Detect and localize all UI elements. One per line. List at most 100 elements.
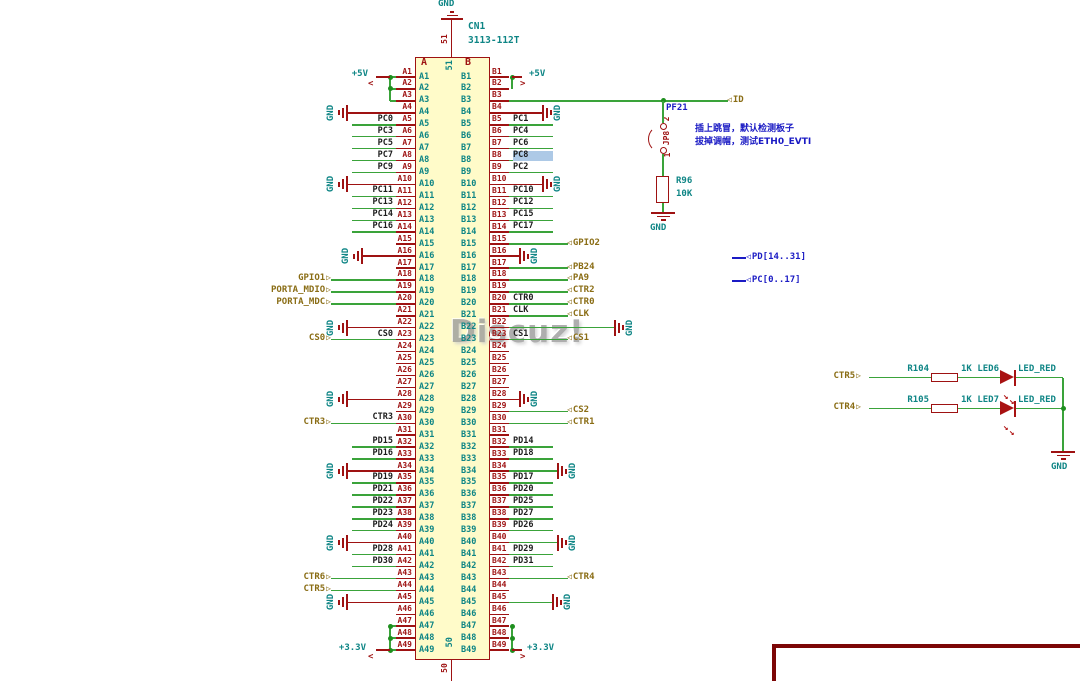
- junction-dot: [387, 623, 393, 629]
- junction-dot: [509, 635, 515, 641]
- pin-name-b24: B24: [461, 346, 477, 357]
- net-label-pc14[interactable]: PC14: [372, 209, 393, 220]
- resistor-r105-reference[interactable]: R105: [907, 395, 929, 405]
- net-label-pd15[interactable]: PD15: [372, 436, 393, 447]
- net-label-pc17[interactable]: PC17: [513, 221, 534, 232]
- net-label-clk[interactable]: CLK: [513, 304, 529, 315]
- net-label-pd28[interactable]: PD28: [372, 543, 393, 554]
- global-label-ctr1[interactable]: CTR1: [567, 417, 657, 428]
- connector-reference[interactable]: CN1: [468, 21, 486, 32]
- net-label-pd27[interactable]: PD27: [513, 507, 534, 518]
- pin-name-a25: A25: [419, 358, 435, 369]
- net-label-pd25[interactable]: PD25: [513, 495, 534, 506]
- net-label-pc15[interactable]: PC15: [513, 209, 534, 220]
- resistor-r105-body[interactable]: [931, 404, 958, 413]
- net-label-pc4[interactable]: PC4: [513, 125, 529, 136]
- net-label-pd29[interactable]: PD29: [513, 543, 534, 554]
- net-label-pd14[interactable]: PD14: [513, 436, 534, 447]
- net-label-cs1[interactable]: CS1: [513, 328, 529, 339]
- resistor-r105-value[interactable]: 1K: [961, 395, 972, 405]
- hier-label-id[interactable]: ID: [727, 96, 744, 105]
- net-label-pc8[interactable]: PC8: [513, 150, 553, 161]
- resistor-r104-body[interactable]: [931, 373, 958, 382]
- global-label-gpio1[interactable]: GPIO1: [170, 274, 331, 284]
- led-cathode-bar: [1013, 369, 1016, 386]
- net-label-pc7[interactable]: PC7: [377, 149, 393, 160]
- net-label-pd24[interactable]: PD24: [372, 519, 393, 530]
- pin-number-a21: A21: [397, 305, 412, 315]
- plus3v3-flag-right[interactable]: +3.3V: [527, 643, 555, 653]
- net-label-pc12[interactable]: PC12: [513, 197, 534, 208]
- gnd-symbol: [342, 107, 344, 118]
- global-label-porta_mdio[interactable]: PORTA_MDIO: [170, 286, 331, 296]
- net-label-pd17[interactable]: PD17: [513, 471, 534, 482]
- resistor-r96-body[interactable]: [656, 176, 669, 203]
- global-label-ctr4[interactable]: CTR4: [810, 403, 861, 412]
- net-label-pd18[interactable]: PD18: [513, 448, 534, 459]
- net-label-pd31[interactable]: PD31: [513, 555, 534, 566]
- plus5v-flag-right[interactable]: +5V: [529, 69, 546, 79]
- net-label-pc3[interactable]: PC3: [377, 125, 393, 136]
- connector-cn1-body[interactable]: [415, 57, 490, 660]
- led6-part[interactable]: LED_RED: [1018, 364, 1056, 374]
- pin-a14: [396, 231, 415, 233]
- global-label-gpio2[interactable]: GPIO2: [567, 238, 657, 249]
- global-label-ctr5[interactable]: CTR5: [810, 372, 861, 381]
- global-label-ctr0[interactable]: CTR0: [567, 298, 657, 308]
- resistor-r96-reference[interactable]: R96: [676, 176, 693, 186]
- global-label-cs1[interactable]: CS1: [567, 334, 657, 344]
- resistor-r104-value[interactable]: 1K: [961, 364, 972, 374]
- global-label-cs2[interactable]: CS2: [567, 405, 657, 416]
- net-label-pd21[interactable]: PD21: [372, 483, 393, 494]
- global-label-cs0[interactable]: CS0: [170, 334, 331, 344]
- global-label-porta_mdc[interactable]: PORTA_MDC: [170, 298, 331, 308]
- resistor-r96-value[interactable]: 10K: [676, 189, 693, 199]
- global-label-ctr5[interactable]: CTR5: [170, 584, 331, 595]
- net-label-pc6[interactable]: PC6: [513, 137, 529, 148]
- net-label-cs0[interactable]: CS0: [377, 328, 393, 339]
- led7-part[interactable]: LED_RED: [1018, 395, 1056, 405]
- plus5v-flag-left[interactable]: +5V: [351, 69, 368, 79]
- global-label-clk[interactable]: CLK: [567, 310, 657, 320]
- net-label-pd26[interactable]: PD26: [513, 519, 534, 530]
- global-label-ctr6[interactable]: CTR6: [170, 572, 331, 583]
- net-label-pd22[interactable]: PD22: [372, 495, 393, 506]
- global-label-ctr3[interactable]: CTR3: [170, 417, 331, 428]
- global-label-pa9[interactable]: PA9: [567, 274, 657, 284]
- led7-reference[interactable]: LED7: [977, 395, 999, 405]
- net-label-pc13[interactable]: PC13: [372, 197, 393, 208]
- net-label-pc2[interactable]: PC2: [513, 161, 529, 172]
- led6-diode-icon[interactable]: [1000, 370, 1014, 384]
- led6-reference[interactable]: LED6: [977, 364, 999, 374]
- connector-part-number[interactable]: 3113-112T: [468, 35, 520, 46]
- global-label-ctr4[interactable]: CTR4: [567, 572, 657, 583]
- net-label-pc5[interactable]: PC5: [377, 137, 393, 148]
- net-label-pc11[interactable]: PC11: [372, 185, 393, 196]
- net-label-ctr0[interactable]: CTR0: [513, 292, 534, 303]
- wire-led: [1016, 407, 1063, 410]
- global-label-pb24[interactable]: PB24: [567, 262, 657, 273]
- net-label-pd23[interactable]: PD23: [372, 507, 393, 518]
- net-label-pc9[interactable]: PC9: [377, 161, 393, 172]
- resistor-r104-reference[interactable]: R104: [907, 364, 929, 374]
- net-label-pd16[interactable]: PD16: [372, 448, 393, 459]
- bus-label-pc[interactable]: PC[0..17]: [746, 276, 801, 285]
- net-label-pc10[interactable]: PC10: [513, 185, 534, 196]
- jumper-reference[interactable]: PF21: [666, 103, 688, 113]
- bus-label-pd[interactable]: PD[14..31]: [746, 253, 806, 262]
- net-label-pc0[interactable]: PC0: [377, 113, 393, 124]
- net-label-pc16[interactable]: PC16: [372, 221, 393, 232]
- plus3v3-flag-left[interactable]: +3.3V: [338, 643, 366, 653]
- gnd-symbol: [441, 18, 463, 20]
- net-label-pc1[interactable]: PC1: [513, 113, 529, 124]
- pin-b7: [490, 147, 509, 150]
- net-label-pd19[interactable]: PD19: [372, 471, 393, 482]
- pin-a3: [396, 100, 415, 102]
- sheet-outline[interactable]: [772, 644, 1080, 681]
- net-label-ctr3[interactable]: CTR3: [372, 412, 393, 423]
- net-label-pd30[interactable]: PD30: [372, 555, 393, 566]
- net-label-pd20[interactable]: PD20: [513, 483, 534, 494]
- global-label-ctr2[interactable]: CTR2: [567, 286, 657, 296]
- pin-number-a41: A41: [397, 544, 412, 554]
- pin-b30: [490, 422, 509, 424]
